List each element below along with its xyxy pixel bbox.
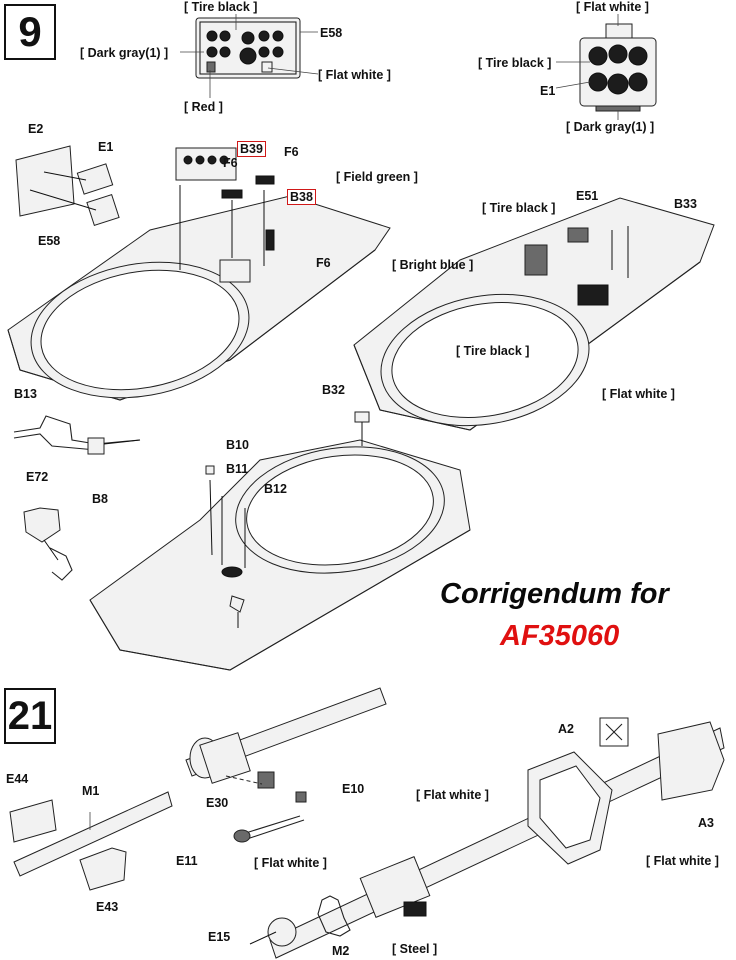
label-tire-black-mid: [ Tire black ]	[482, 201, 556, 215]
label-bright-blue: [ Bright blue ]	[392, 258, 474, 272]
label-e51: E51	[576, 189, 599, 203]
label-e10: E10	[342, 782, 365, 796]
label-flat-white-21a: [ Flat white ]	[416, 788, 489, 802]
label-b33: B33	[674, 197, 697, 211]
label-b38: B38	[287, 189, 316, 205]
label-b11: B11	[226, 462, 249, 476]
kit-number: AF35060	[500, 620, 620, 652]
label-b8: B8	[92, 492, 108, 506]
label-e1-left: E1	[98, 140, 114, 154]
label-f6-b: F6	[284, 145, 299, 159]
label-flat-white-21b: [ Flat white ]	[254, 856, 327, 870]
step-number-21: 21	[4, 688, 56, 744]
label-m2: M2	[332, 944, 350, 958]
label-e2: E2	[28, 122, 44, 136]
label-dark-gray-top: [ Dark gray(1) ]	[80, 46, 169, 60]
left-hull-deck-drawing	[7, 147, 391, 401]
step21-left-barrel-drawing	[9, 791, 173, 891]
label-red-top: [ Red ]	[184, 100, 223, 114]
label-field-green: [ Field green ]	[336, 170, 418, 184]
step-number-9: 9	[4, 4, 56, 60]
label-flat-white-top-mid: [ Flat white ]	[318, 68, 391, 82]
label-f6-a: F6	[223, 156, 238, 170]
label-b32: B32	[322, 383, 345, 397]
label-e58-left: E58	[38, 234, 61, 248]
label-b39: B39	[237, 141, 266, 157]
e1-block-drawing	[555, 14, 657, 120]
corrigendum-title: Corrigendum for	[440, 578, 669, 610]
label-f6-c: F6	[316, 256, 331, 270]
label-e15: E15	[208, 930, 231, 944]
label-flat-white-top-right: [ Flat white ]	[576, 0, 649, 14]
lower-deck-drawing	[89, 411, 471, 671]
label-flat-white-21c: [ Flat white ]	[646, 854, 719, 868]
label-e43: E43	[96, 900, 119, 914]
right-hull-deck-drawing	[353, 197, 715, 431]
label-b13: B13	[14, 387, 37, 401]
e2-subassembly-drawing	[15, 145, 120, 227]
b13-b8-drawing	[13, 415, 141, 455]
cement-not-icon	[599, 717, 629, 747]
label-e72: E72	[26, 470, 49, 484]
e72-drawing	[23, 507, 73, 581]
label-tire-black-top-right: [ Tire black ]	[478, 56, 552, 70]
label-b10: B10	[226, 438, 249, 452]
label-e30: E30	[206, 796, 229, 810]
label-e1-top-right: E1	[540, 84, 556, 98]
label-a2: A2	[558, 722, 574, 736]
label-b12: B12	[264, 482, 287, 496]
label-dark-gray-top-right: [ Dark gray(1) ]	[566, 120, 655, 134]
label-flat-white-mid: [ Flat white ]	[602, 387, 675, 401]
label-tire-black-mid2: [ Tire black ]	[456, 344, 530, 358]
label-tire-black-top: [ Tire black ]	[184, 0, 258, 14]
step21-right-barrel-drawing	[249, 721, 725, 959]
label-a3: A3	[698, 816, 714, 830]
e58-panel-drawing	[180, 14, 319, 98]
label-m1: M1	[82, 784, 100, 798]
label-steel: [ Steel ]	[392, 942, 438, 956]
label-e44: E44	[6, 772, 29, 786]
step21-barrel-drawing	[185, 687, 387, 843]
label-e58-top: E58	[320, 26, 343, 40]
label-e11: E11	[176, 854, 198, 868]
